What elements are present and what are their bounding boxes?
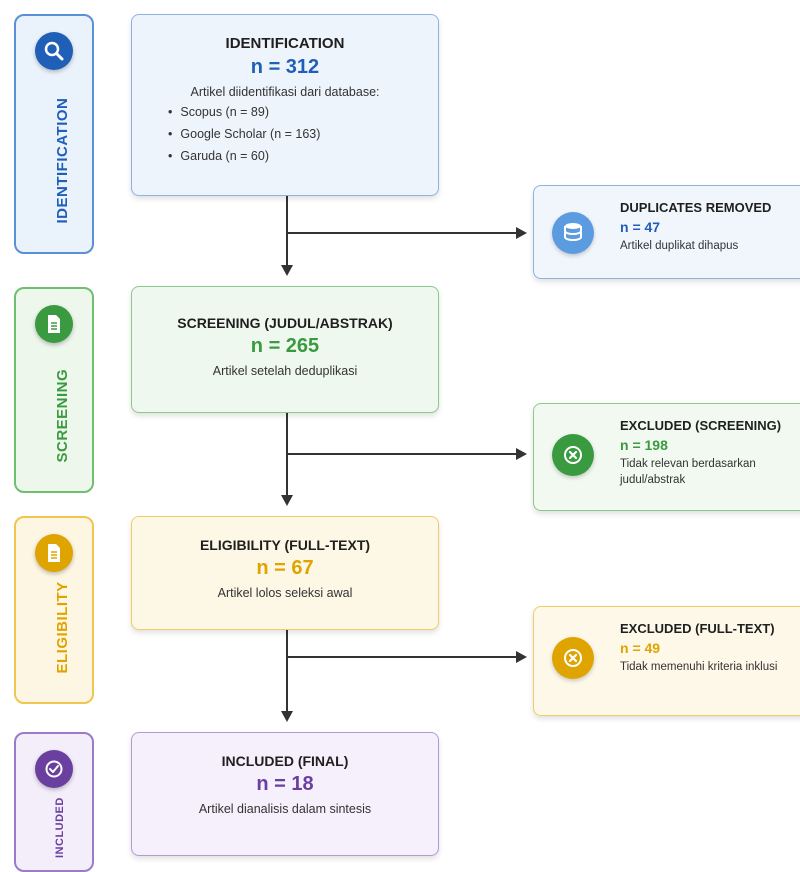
- eligibility-count: n = 67: [256, 557, 314, 579]
- stage-screening-bar: SCREENING: [14, 287, 94, 493]
- included-box: INCLUDED (FINAL) n = 18 Artikel dianalis…: [131, 732, 439, 856]
- excluded-screening-text: EXCLUDED (SCREENING) n = 198 Tidak relev…: [620, 418, 800, 488]
- duplicates-count: n = 47: [620, 219, 661, 235]
- screening-box: SCREENING (JUDUL/ABSTRAK) n = 265 Artike…: [131, 286, 439, 413]
- duplicates-desc: Artikel duplikat dihapus: [620, 240, 739, 252]
- search-icon: [35, 32, 73, 70]
- included-count: n = 18: [256, 773, 314, 795]
- screening-count: n = 265: [250, 335, 320, 357]
- document-icon: [35, 534, 73, 572]
- duplicates-box: DUPLICATES REMOVED n = 47 Artikel duplik…: [533, 185, 800, 279]
- screening-title: SCREENING (JUDUL/ABSTRAK): [177, 315, 393, 331]
- identification-count: n = 312: [250, 56, 320, 78]
- duplicates-text: DUPLICATES REMOVED n = 47 Artikel duplik…: [620, 200, 800, 255]
- database-icon: [552, 212, 594, 254]
- x-circle-icon: [552, 434, 594, 476]
- source-list: Scopus (n = 89) Google Scholar (n = 163)…: [168, 105, 438, 163]
- document-icon: [35, 305, 73, 343]
- excluded-screening-box: EXCLUDED (SCREENING) n = 198 Tidak relev…: [533, 403, 800, 511]
- included-title: INCLUDED (FINAL): [221, 753, 349, 769]
- included-desc: Artikel dianalisis dalam sintesis: [198, 802, 372, 816]
- duplicates-title: DUPLICATES REMOVED: [620, 200, 772, 215]
- identification-title: IDENTIFICATION: [225, 35, 345, 52]
- excluded-screening-title: EXCLUDED (SCREENING): [620, 418, 782, 433]
- identification-box: IDENTIFICATION n = 312 Artikel diidentif…: [131, 14, 439, 196]
- eligibility-desc: Artikel lolos seleksi awal: [217, 586, 353, 600]
- excluded-fulltext-desc: Tidak memenuhi kriteria inklusi: [620, 661, 778, 673]
- identification-desc: Artikel diidentifikasi dari database:: [190, 85, 380, 99]
- excluded-screening-count: n = 198: [620, 437, 668, 453]
- source-item: Google Scholar (n = 163): [168, 127, 438, 141]
- excluded-fulltext-box: EXCLUDED (FULL-TEXT) n = 49 Tidak memenu…: [533, 606, 800, 716]
- excluded-fulltext-title: EXCLUDED (FULL-TEXT): [620, 621, 775, 636]
- excluded-fulltext-text: EXCLUDED (FULL-TEXT) n = 49 Tidak memenu…: [620, 621, 800, 676]
- excluded-fulltext-count: n = 49: [620, 640, 661, 656]
- source-item: Garuda (n = 60): [168, 149, 438, 163]
- stage-included-bar: INCLUDED: [14, 732, 94, 872]
- x-circle-icon: [552, 637, 594, 679]
- excluded-screening-desc: Tidak relevan berdasarkan judul/abstrak: [620, 458, 756, 486]
- source-item: Scopus (n = 89): [168, 105, 438, 119]
- stage-eligibility-bar: ELIGIBILITY: [14, 516, 94, 704]
- screening-desc: Artikel setelah deduplikasi: [212, 364, 358, 378]
- check-circle-icon: [35, 750, 73, 788]
- stage-identification-bar: IDENTIFICATION: [14, 14, 94, 254]
- eligibility-title: ELIGIBILITY (FULL-TEXT): [199, 537, 371, 553]
- eligibility-box: ELIGIBILITY (FULL-TEXT) n = 67 Artikel l…: [131, 516, 439, 630]
